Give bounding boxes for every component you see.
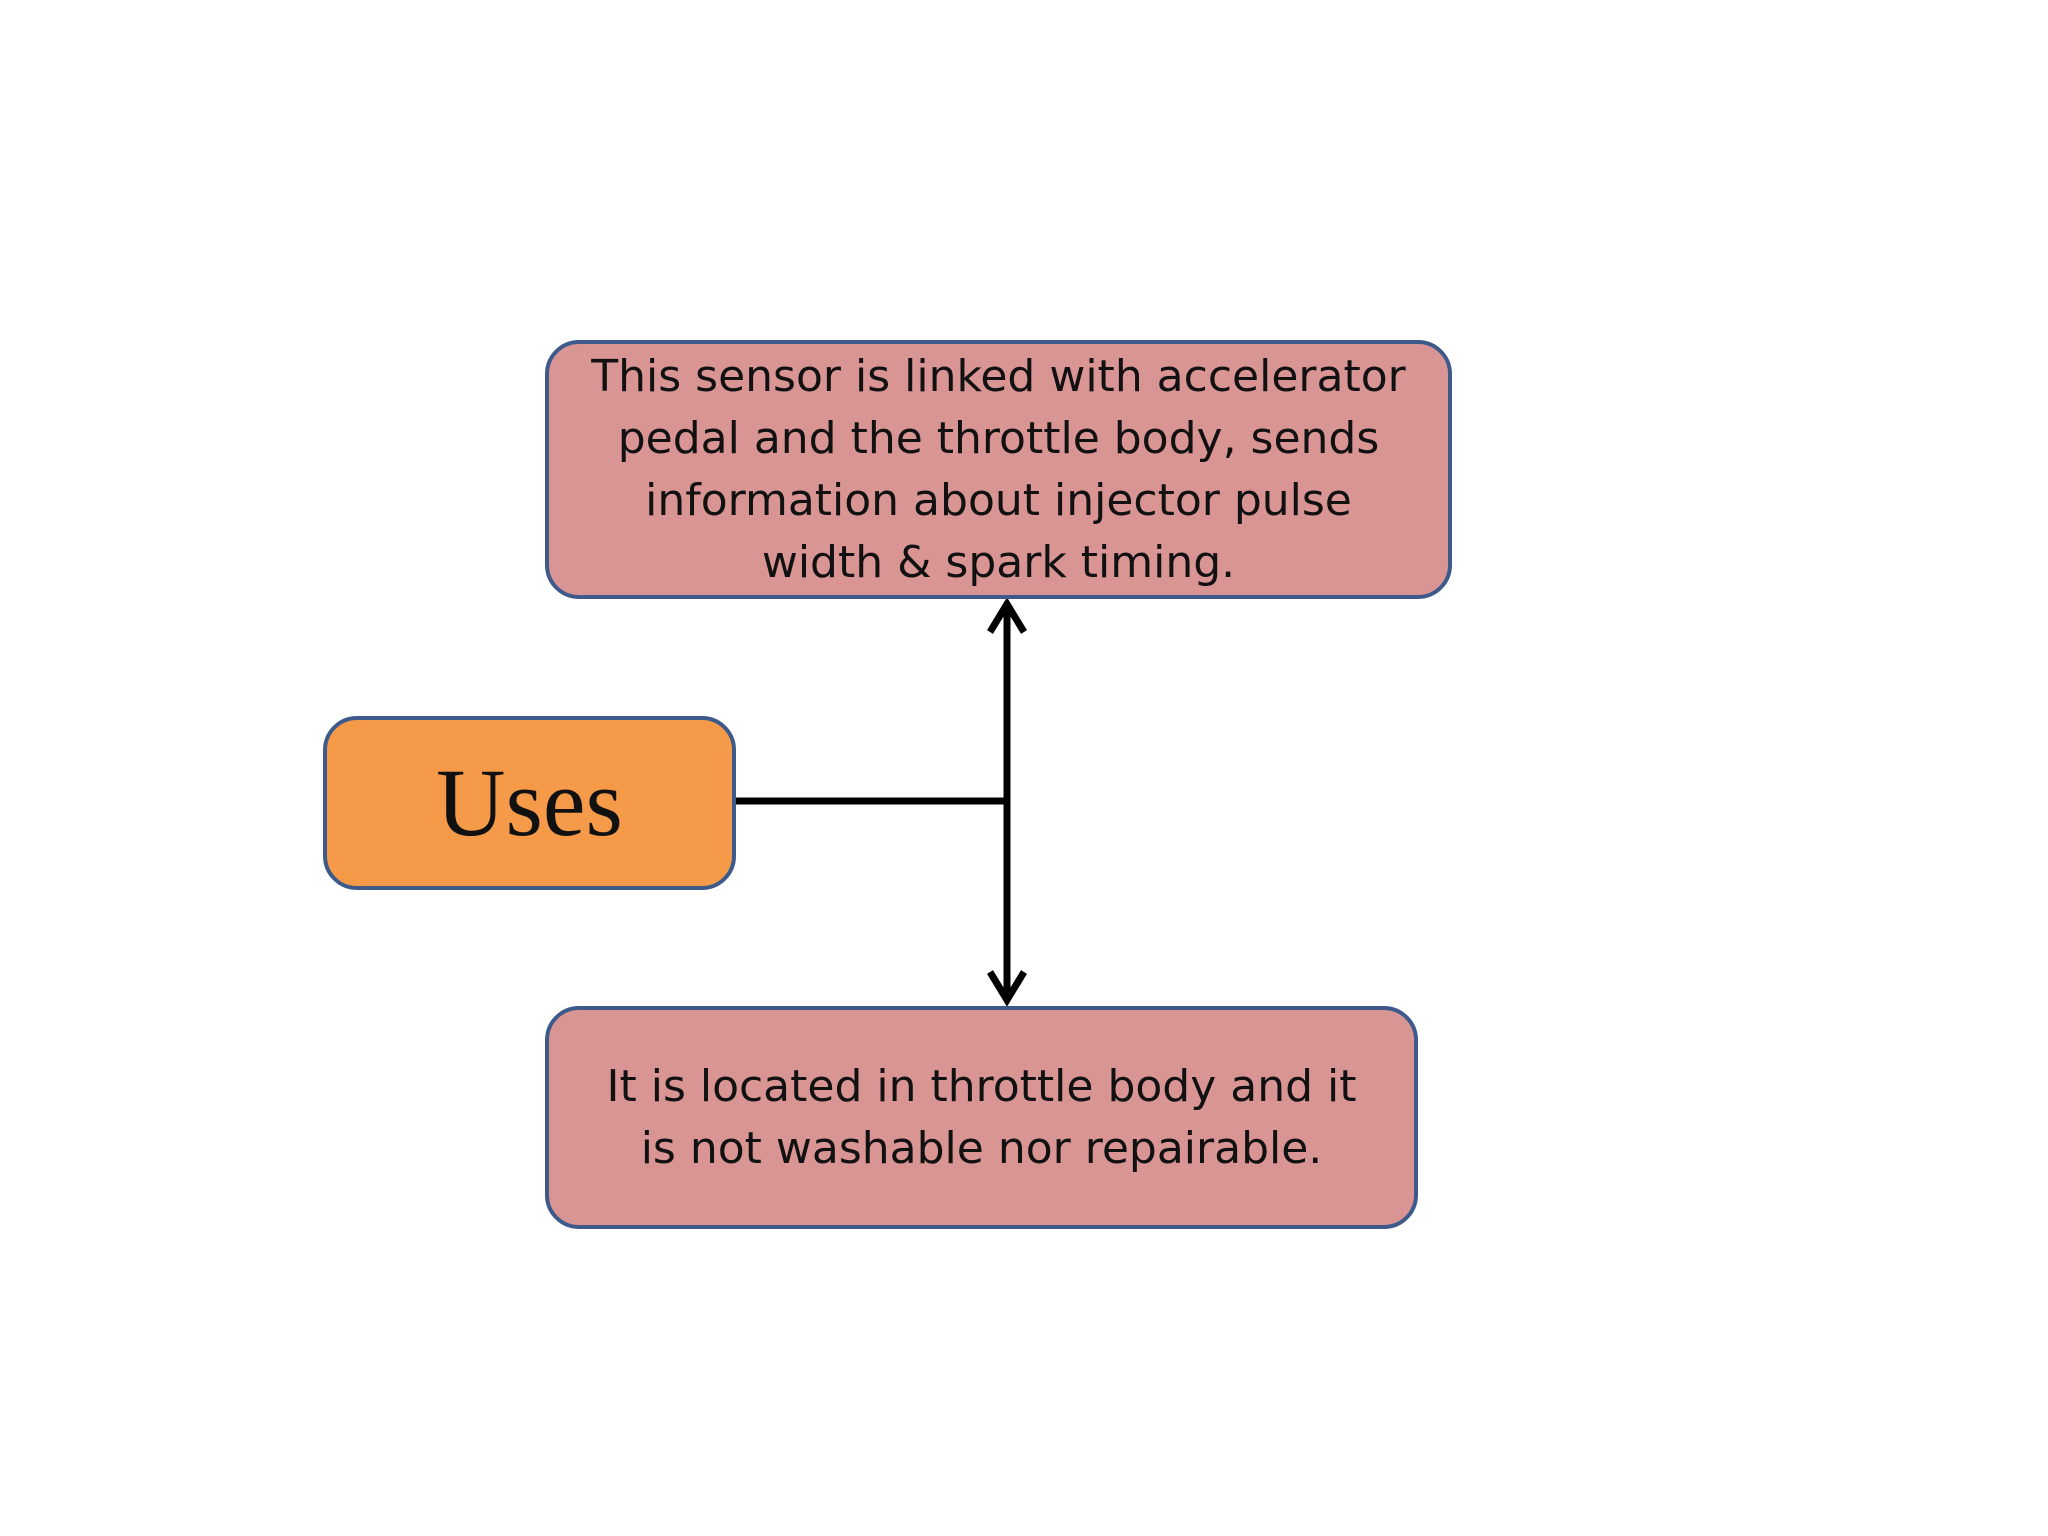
uses-box: Uses	[323, 716, 736, 890]
arrowhead-up	[987, 597, 1027, 634]
top-info-box: This sensor is linked with accelerator p…	[545, 340, 1452, 599]
uses-label: Uses	[436, 749, 623, 856]
top-info-text: This sensor is linked with accelerator p…	[591, 350, 1406, 588]
arrowhead-down	[987, 970, 1027, 1007]
bottom-info-box: It is located in throttle body and it is…	[545, 1006, 1418, 1229]
bottom-info-text: It is located in throttle body and it is…	[606, 1060, 1357, 1174]
